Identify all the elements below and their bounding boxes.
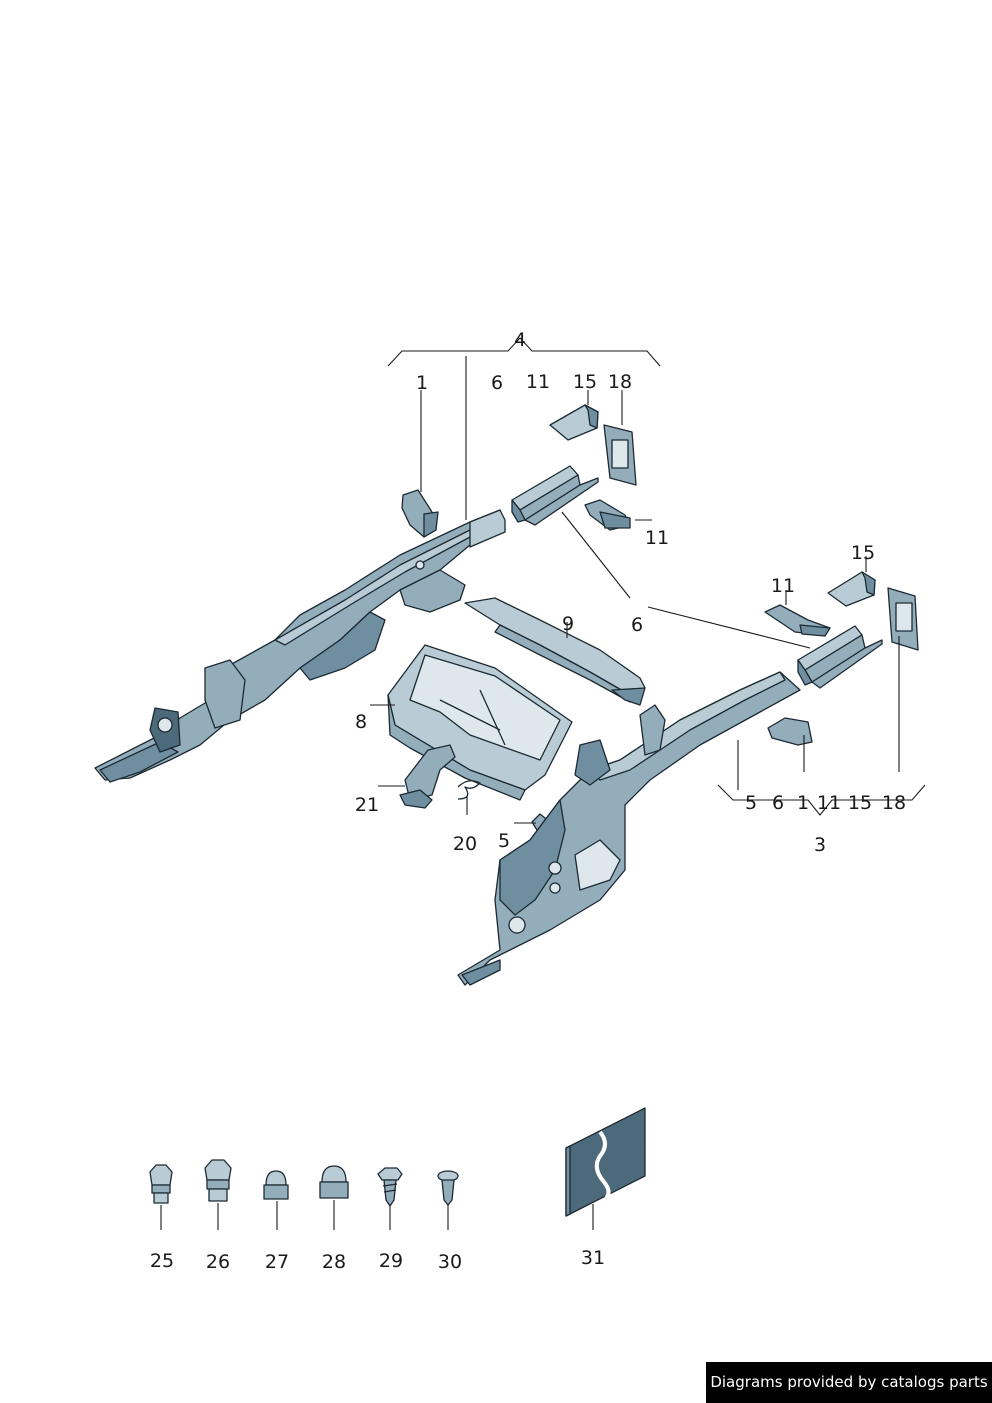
label-15-top: 15 [573,371,597,393]
fastener-27 [263,1170,289,1200]
label-31: 31 [581,1247,605,1269]
fastener-30 [437,1170,459,1206]
label-30: 30 [438,1251,462,1273]
label-26: 26 [206,1251,230,1273]
label-20: 20 [453,833,477,855]
label-29: 29 [379,1250,403,1272]
label-4: 4 [514,329,526,351]
label-group3-1: 1 [797,792,809,814]
plate-18-right [887,587,919,651]
plate-18-top [603,424,637,486]
floor-panel-8 [387,644,573,801]
label-11-top: 11 [526,371,550,393]
bracket-15-right [827,571,876,607]
cross-member-9 [464,597,646,706]
channel-6-top [511,465,599,526]
label-1-top: 1 [416,372,428,394]
label-18-top: 18 [608,371,632,393]
label-3: 3 [814,834,826,856]
label-group3-11: 11 [817,792,841,814]
fastener-29 [377,1167,403,1207]
label-25: 25 [150,1250,174,1272]
label-8: 8 [355,711,367,733]
bracket-1-right [767,717,813,746]
channel-6-right [797,625,883,689]
bracket-11-right [764,604,831,637]
label-5: 5 [498,830,510,852]
label-28: 28 [322,1251,346,1273]
fastener-28 [319,1165,349,1199]
bracket-15-top [549,404,599,441]
label-6-top: 6 [491,372,503,394]
label-21: 21 [355,794,379,816]
callout-labels: 4 1 6 11 15 18 11 6 9 15 11 8 21 20 5 5 … [150,329,906,1273]
label-6-center: 6 [631,614,643,636]
label-group3-6: 6 [772,792,784,814]
sheet-31 [565,1107,646,1217]
credit-banner: Diagrams provided by catalogs parts [706,1362,992,1403]
label-9: 9 [562,613,574,635]
leader-lines [160,337,926,1230]
fastener-25 [149,1164,173,1204]
bracket-21 [399,744,456,809]
label-group3-5: 5 [745,792,757,814]
fastener-26 [204,1159,232,1202]
clip-20 [457,780,481,800]
left-longitudinal-member [94,509,506,783]
label-27: 27 [265,1251,289,1273]
label-group3-15: 15 [848,792,872,814]
bracket-1-top [401,489,439,538]
label-11-mid: 11 [645,527,669,549]
bracket-11-top [584,499,631,531]
right-longitudinal-member [457,671,801,986]
label-group3-18: 18 [882,792,906,814]
label-15-right: 15 [851,542,875,564]
label-11-right: 11 [771,575,795,597]
